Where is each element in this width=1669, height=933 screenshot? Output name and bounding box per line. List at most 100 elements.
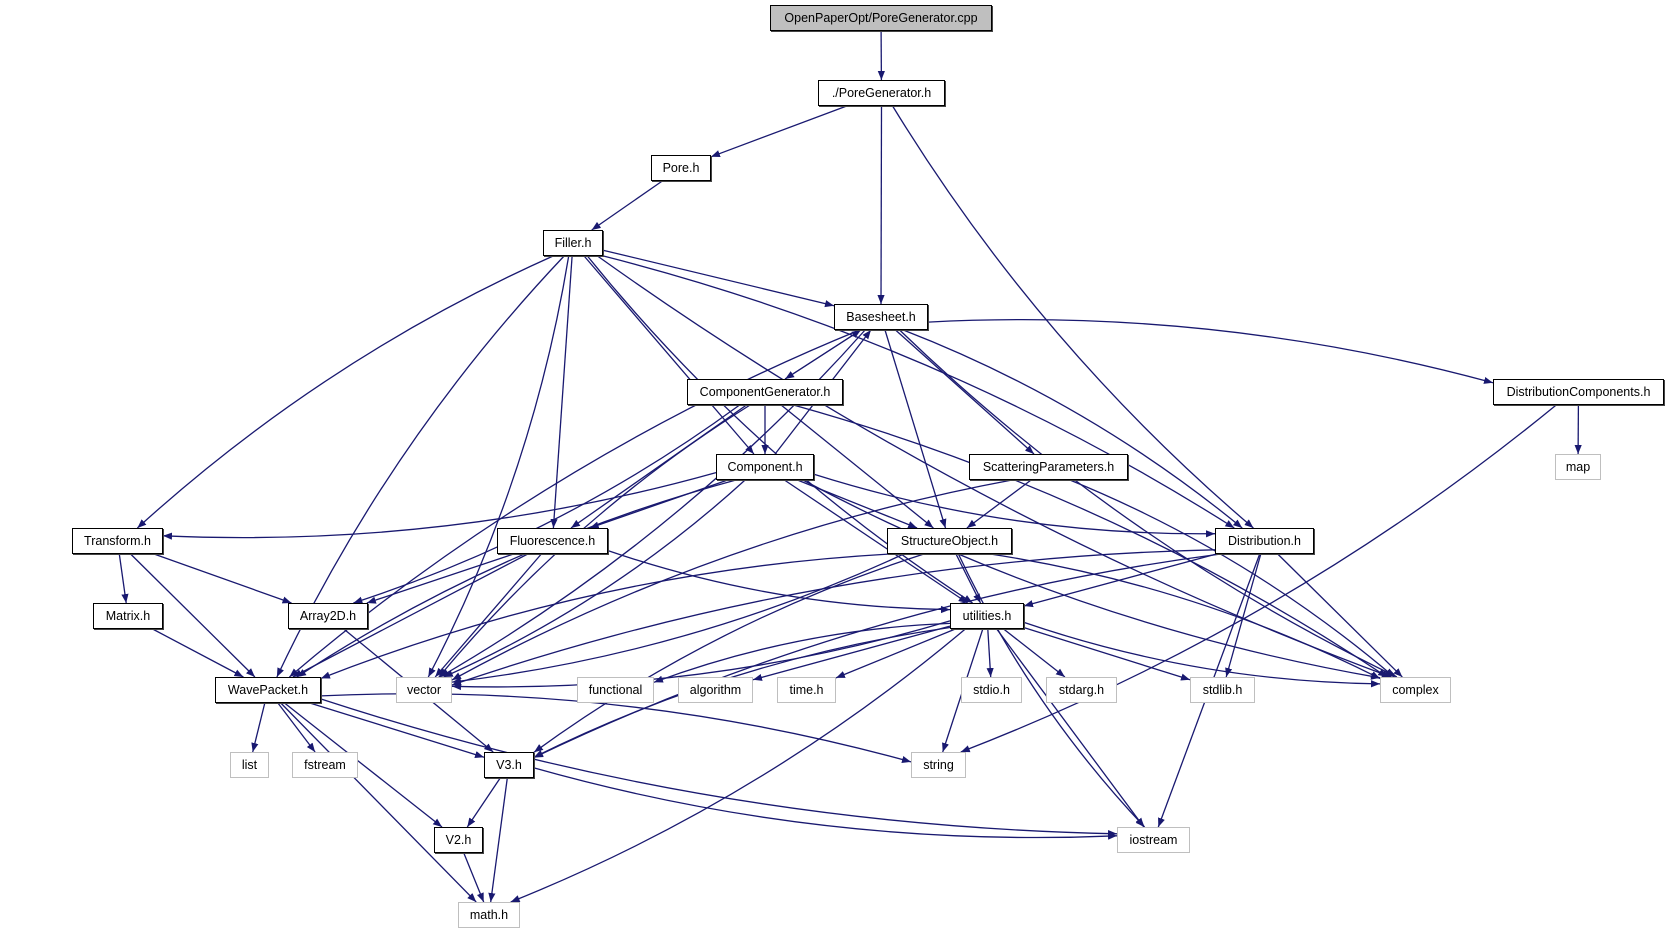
node-complex: complex xyxy=(1380,677,1451,703)
node-functional: functional xyxy=(577,677,654,703)
node-array2d-h[interactable]: Array2D.h xyxy=(288,603,368,629)
edge-filler_h-to-basesheet_h xyxy=(602,249,835,308)
edge-component_h-to-wavepacket_h xyxy=(296,479,737,678)
node-label: Basesheet.h xyxy=(846,310,916,324)
node-iostream: iostream xyxy=(1117,827,1190,853)
edge-matrix_h-to-wavepacket_h xyxy=(152,628,244,678)
node-distcomp-h[interactable]: DistributionComponents.h xyxy=(1493,379,1664,405)
node-fstream: fstream xyxy=(292,752,358,778)
node-label: stdlib.h xyxy=(1202,683,1243,697)
edge-wavepacket_h-to-v3_h xyxy=(309,702,485,758)
node-label: ComponentGenerator.h xyxy=(699,385,831,399)
edge-distribution_h-to-complex xyxy=(1277,553,1403,678)
edge-wavepacket_h-to-fstream xyxy=(277,702,316,753)
edge-basesheet_h-to-complex xyxy=(899,329,1398,678)
node-label: Distribution.h xyxy=(1228,534,1301,548)
node-algorithm: algorithm xyxy=(678,677,753,703)
node-fluor-h[interactable]: Fluorescence.h xyxy=(497,528,608,554)
node-structobj-h[interactable]: StructureObject.h xyxy=(887,528,1012,554)
node-utilities-h[interactable]: utilities.h xyxy=(950,603,1024,629)
node-label: Fluorescence.h xyxy=(509,534,596,548)
node-v2-h[interactable]: V2.h xyxy=(434,827,483,853)
node-compgen-h[interactable]: ComponentGenerator.h xyxy=(687,379,843,405)
node-stdarg-h: stdarg.h xyxy=(1046,677,1117,703)
edge-structobj_h-to-complex xyxy=(990,553,1381,680)
edge-utilities_h-to-complex xyxy=(1023,621,1381,688)
node-stdlib-h: stdlib.h xyxy=(1190,677,1255,703)
node-map: map xyxy=(1555,454,1601,480)
node-string: string xyxy=(911,752,966,778)
node-basesheet-h[interactable]: Basesheet.h xyxy=(834,304,928,330)
edge-fluor_h-to-vector xyxy=(434,553,542,678)
node-scatter-h[interactable]: ScatteringParameters.h xyxy=(969,454,1128,480)
edge-v3_h-to-iostream xyxy=(533,767,1118,840)
node-label: list xyxy=(241,758,258,772)
edge-compgen_h-to-complex xyxy=(793,404,1388,678)
edge-distribution_h-to-v3_h xyxy=(533,553,1221,759)
node-poregen-h[interactable]: ./PoreGenerator.h xyxy=(818,80,945,106)
edge-basesheet_h-to-distribution_h xyxy=(903,329,1243,529)
edge-basesheet_h-to-structobj_h xyxy=(884,329,947,529)
edge-component_h-to-transform_h xyxy=(162,471,717,540)
edge-scatter_h-to-vector xyxy=(451,479,1013,681)
edge-pore_h-to-filler_h xyxy=(591,180,663,231)
node-root[interactable]: OpenPaperOpt/PoreGenerator.cpp xyxy=(770,5,992,31)
edge-v2_h-to-math_h xyxy=(463,852,485,903)
edge-transform_h-to-wavepacket_h xyxy=(130,553,256,678)
node-label: fstream xyxy=(304,758,346,772)
node-label: Transform.h xyxy=(84,534,151,548)
edge-wavepacket_h-to-list xyxy=(251,702,266,753)
node-v3-h[interactable]: V3.h xyxy=(484,752,534,778)
edge-utilities_h-to-stdio_h xyxy=(986,628,994,678)
node-label: DistributionComponents.h xyxy=(1506,385,1651,399)
edge-v3_h-to-v2_h xyxy=(466,777,501,828)
node-label: Matrix.h xyxy=(105,609,151,623)
node-transform-h[interactable]: Transform.h xyxy=(72,528,163,554)
edge-utilities_h-to-functional xyxy=(653,622,951,683)
edge-distribution_h-to-utilities_h xyxy=(1023,553,1217,608)
edge-scatter_h-to-complex xyxy=(1069,479,1395,678)
node-label: time.h xyxy=(789,683,824,697)
edge-filler_h-to-fluor_h xyxy=(550,255,573,529)
node-label: map xyxy=(1565,460,1591,474)
edge-component_h-to-complex xyxy=(802,479,1381,680)
node-label: vector xyxy=(406,683,442,697)
node-stdio-h: stdio.h xyxy=(961,677,1022,703)
edge-compgen_h-to-array2d_h xyxy=(353,404,740,604)
edge-poregen_h-to-pore_h xyxy=(710,105,847,158)
edge-compgen_h-to-basesheet_h xyxy=(784,329,862,380)
edge-basesheet_h-to-scatter_h xyxy=(895,329,1035,455)
edge-component_h-to-vector xyxy=(443,479,746,678)
node-time-h: time.h xyxy=(777,677,836,703)
edge-utilities_h-to-stdlib_h xyxy=(1023,626,1191,681)
node-label: OpenPaperOpt/PoreGenerator.cpp xyxy=(784,11,978,25)
edge-component_h-to-fluor_h xyxy=(589,479,728,529)
node-matrix-h[interactable]: Matrix.h xyxy=(93,603,163,629)
edge-distribution_h-to-vector xyxy=(451,549,1216,686)
node-component-h[interactable]: Component.h xyxy=(716,454,814,480)
node-filler-h[interactable]: Filler.h xyxy=(543,230,603,256)
node-math-h: math.h xyxy=(458,902,520,928)
node-pore-h[interactable]: Pore.h xyxy=(651,155,711,181)
node-label: Component.h xyxy=(727,460,803,474)
edge-fluor_h-to-utilities_h xyxy=(607,549,951,614)
node-wavepacket-h[interactable]: WavePacket.h xyxy=(215,677,321,703)
node-label: algorithm xyxy=(689,683,742,697)
node-label: iostream xyxy=(1129,833,1178,847)
node-label: complex xyxy=(1392,683,1439,697)
edge-structobj_h-to-iostream xyxy=(957,553,1146,828)
node-label: WavePacket.h xyxy=(227,683,309,697)
node-label: math.h xyxy=(469,908,509,922)
node-distribution-h[interactable]: Distribution.h xyxy=(1215,528,1314,554)
edge-utilities_h-to-stdarg_h xyxy=(1003,628,1066,678)
edge-utilities_h-to-v3_h xyxy=(533,626,951,758)
edge-structobj_h-to-wavepacket_h xyxy=(320,553,891,680)
edge-component_h-to-utilities_h xyxy=(784,479,968,604)
edge-transform_h-to-matrix_h xyxy=(118,553,129,604)
edge-wavepacket_h-to-v2_h xyxy=(284,702,443,828)
edge-structobj_h-to-utilities_h xyxy=(955,553,982,604)
edge-fluor_h-to-array2d_h xyxy=(366,553,514,604)
edge-filler_h-to-vector xyxy=(427,255,570,678)
